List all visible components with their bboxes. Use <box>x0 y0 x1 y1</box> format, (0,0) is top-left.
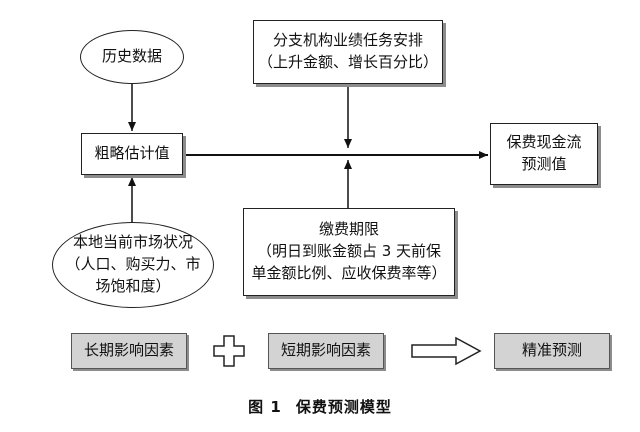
branch-tasks-line1: 分支机构业绩任务安排 <box>272 31 423 50</box>
payment-period-line3: 单金额比例、应收保费率等） <box>251 263 447 282</box>
figure-number: 图 1 <box>248 398 282 416</box>
hollow-right-arrow-icon <box>411 336 482 366</box>
short-term-factors-box: 短期影响因素 <box>268 333 384 369</box>
local-market-ellipse: 本地当前市场状况 （人口、购买力、市 场饱和度） <box>52 222 214 308</box>
long-term-factors-box: 长期影响因素 <box>71 333 187 369</box>
figure-title: 保费预测模型 <box>295 398 392 416</box>
precise-forecast-label: 精准预测 <box>521 341 582 360</box>
payment-period-box: 缴费期限 （明日到账金额占 3 天前保 单金额比例、应收保费率等） <box>243 208 455 296</box>
branch-tasks-line2: （上升金额、增长百分比） <box>257 53 438 71</box>
local-market-line1: 本地当前市场状况 <box>72 233 193 252</box>
cashflow-forecast-line1: 保费现金流 <box>506 133 582 152</box>
short-term-factors-label: 短期影响因素 <box>280 341 371 360</box>
branch-tasks-box: 分支机构业绩任务安排 （上升金额、增长百分比） <box>253 20 443 84</box>
rough-estimate-label: 粗略估计值 <box>94 144 170 163</box>
payment-period-line2: （明日到账金额占 3 天前保 <box>256 242 442 261</box>
local-market-line3: 场饱和度） <box>95 276 171 295</box>
plus-icon <box>213 335 245 367</box>
historical-data-label: 历史数据 <box>101 47 162 66</box>
precise-forecast-box: 精准预测 <box>494 333 610 369</box>
figure-caption: 图 1 保费预测模型 <box>0 396 640 417</box>
rough-estimate-box: 粗略估计值 <box>81 133 183 175</box>
cashflow-forecast-line2: 预测值 <box>521 155 567 173</box>
local-market-line2: （人口、购买力、市 <box>65 255 201 274</box>
payment-period-line1: 缴费期限 <box>318 220 379 239</box>
historical-data-ellipse: 历史数据 <box>80 30 184 84</box>
cashflow-forecast-box: 保费现金流 预测值 <box>490 123 598 185</box>
long-term-factors-label: 长期影响因素 <box>83 341 174 360</box>
